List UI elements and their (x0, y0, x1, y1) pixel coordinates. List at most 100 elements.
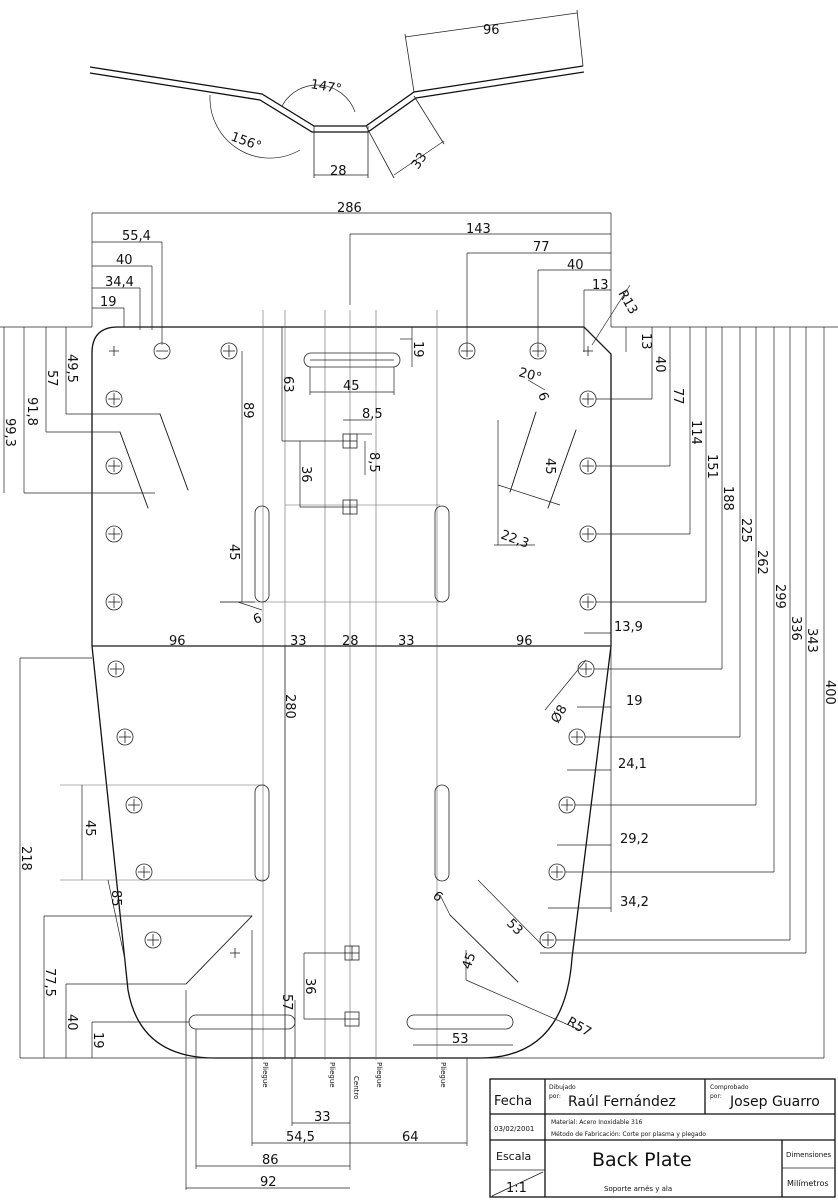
dim-225-r: 225 (738, 518, 753, 543)
label-pliegue-1: Pliegue (261, 1062, 269, 1088)
dim-13-9: 13,9 (614, 620, 643, 635)
dim-77: 77 (533, 240, 550, 255)
fecha-label: Fecha (494, 1094, 532, 1109)
dim-45-slant: 45 (542, 458, 557, 475)
dim-55-4: 55,4 (122, 229, 151, 244)
holes-upper-right (458, 342, 597, 611)
holes-lower-right (539, 660, 595, 949)
dim-63: 63 (280, 376, 295, 393)
dim-6-lower: 6 (429, 889, 445, 906)
holes-lower-left (107, 660, 240, 958)
dim-57-lower: 57 (279, 994, 294, 1011)
dim-147: 147° (309, 77, 342, 97)
dim-54-5: 54,5 (286, 1130, 315, 1145)
dim-19-mid: 19 (626, 694, 643, 709)
dim-286: 286 (337, 201, 362, 216)
drawing-subtitle: Soporte arnés y ala (604, 1185, 672, 1193)
profile-view: 96 147° 156° 28 33 (89, 9, 585, 179)
dim-151-r: 151 (704, 454, 719, 479)
dim-45-lower-slant: 45 (460, 951, 480, 972)
square-holes (342, 433, 360, 1027)
dim-6-upper: 6 (251, 611, 264, 628)
dim-280: 280 (282, 694, 297, 719)
dim-22-3: 22,3 (499, 528, 531, 552)
dim-89: 89 (240, 402, 255, 419)
dim-19-inner: 19 (410, 341, 425, 358)
label-centro: Centro (352, 1076, 360, 1099)
checked-by: Josep Guarro (729, 1094, 820, 1110)
dim-188-r: 188 (720, 486, 735, 511)
dim-40-r: 40 (652, 356, 667, 373)
dim-28-mid: 28 (342, 634, 359, 649)
dim-96-right: 96 (516, 634, 533, 649)
drawn-by: Raúl Fernández (568, 1094, 676, 1110)
dim-36-lower: 36 (302, 978, 317, 995)
dim-85: 85 (108, 890, 123, 907)
por-label-1: por: (549, 1093, 561, 1100)
dim-299-r: 299 (772, 584, 787, 609)
scale-value: 1:1 (506, 1181, 527, 1196)
dim-24-1: 24,1 (618, 757, 647, 772)
dim-34-2: 34,2 (620, 895, 649, 910)
dim-45-slot: 45 (343, 379, 360, 394)
dim-6-slant: 6 (534, 390, 551, 403)
dim-77-r: 77 (670, 388, 685, 405)
comprobado-label: Comprobado (710, 1084, 749, 1091)
dibujado-label: Dibujado (549, 1084, 576, 1091)
fold-lines (60, 310, 440, 1060)
dim-57: 57 (44, 370, 59, 387)
dim-19-top: 19 (100, 295, 117, 310)
dim-36-upper: 36 (298, 466, 313, 483)
dim-91-8: 91,8 (24, 397, 39, 426)
dim-13-right: 13 (638, 333, 653, 350)
dim-33-right: 33 (398, 634, 415, 649)
dim-262-r: 262 (754, 550, 769, 575)
dimensiones-label: Dimensiones (786, 1151, 832, 1159)
dim-343-r: 343 (804, 628, 819, 653)
dim-33-top: 33 (409, 150, 431, 172)
dimension-lines (0, 212, 838, 1190)
dim-86: 86 (262, 1153, 279, 1168)
dim-77-5: 77,5 (42, 968, 57, 997)
dim-96-top: 96 (483, 23, 500, 38)
dim-96-left: 96 (169, 634, 186, 649)
holes-upper-left (105, 342, 238, 611)
dim-40-left: 40 (116, 253, 133, 268)
dim-r13: R13 (615, 288, 641, 318)
dim-400-r: 400 (822, 680, 837, 705)
slots (119, 352, 577, 1030)
dim-d8: Ø8 (548, 702, 570, 726)
fabrication-method: Método de Fabricación: Corte por plasma … (551, 1131, 706, 1138)
escala-label: Escala (496, 1150, 531, 1163)
dim-29-2: 29,2 (620, 832, 649, 847)
dim-114-r: 114 (688, 420, 703, 445)
label-pliegue-2: Pliegue (328, 1062, 336, 1088)
dim-r57: R57 (564, 1014, 594, 1040)
title-block: Fecha Dibujado por: Raúl Fernández Compr… (489, 1078, 836, 1198)
dim-218: 218 (18, 846, 33, 871)
dim-28-top: 28 (330, 164, 347, 179)
dim-99-3: 99,3 (2, 418, 17, 447)
dim-8-5-b: 8,5 (366, 452, 381, 473)
dim-33-bottom: 33 (314, 1110, 331, 1125)
dim-40-right: 40 (567, 258, 584, 273)
dim-49-5: 49,5 (64, 354, 79, 383)
dim-13-top: 13 (592, 278, 609, 293)
dimension-labels: 286 143 77 40 13 R13 55,4 40 34,4 19 99,… (2, 201, 837, 1190)
dim-33-left: 33 (290, 634, 307, 649)
label-pliegue-3: Pliegue (375, 1062, 383, 1088)
por-label-2: por: (710, 1093, 722, 1100)
dim-19-lower: 19 (90, 1032, 105, 1049)
dim-45-vert: 45 (226, 544, 241, 561)
dim-143: 143 (466, 222, 491, 237)
material: Material: Acero Inoxidable 316 (551, 1119, 643, 1126)
dim-45-lower: 45 (82, 820, 97, 837)
drawing-title: Back Plate (592, 1149, 692, 1171)
dim-156: 156° (229, 130, 264, 155)
dim-8-5-a: 8,5 (362, 407, 383, 422)
label-pliegue-4: Pliegue (439, 1062, 447, 1088)
dim-92: 92 (260, 1175, 277, 1190)
dim-336-r: 336 (788, 616, 803, 641)
dim-53-slant: 53 (503, 916, 525, 938)
